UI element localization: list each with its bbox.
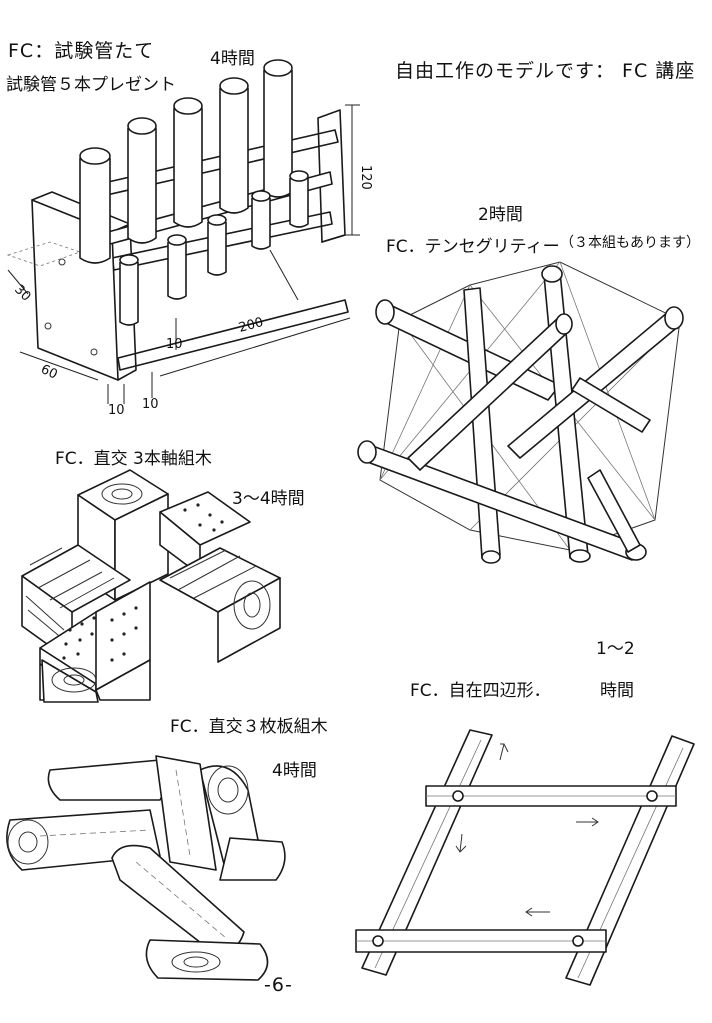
- dim-10-b: 10: [108, 403, 125, 418]
- orthogonal-3axis-hours: 3〜4時間: [232, 489, 305, 509]
- test-tube-tall: [79, 59, 293, 264]
- dim-60: 60: [38, 362, 59, 383]
- free-quad-hours-top: 1〜2: [596, 639, 635, 659]
- orthogonal-3axis-drawing: [21, 469, 281, 703]
- tensegrity-drawing: [357, 261, 684, 564]
- dim-10-c: 10: [142, 397, 159, 412]
- dim-120: 120: [358, 165, 373, 190]
- orthogonal-3board-hours: 4時間: [272, 761, 317, 781]
- test-tube-stand-drawing: 120 200 30 60 10 10 10: [6, 59, 373, 418]
- page-number: -6-: [264, 974, 293, 996]
- free-quad-title: FC．自在四辺形．: [410, 681, 551, 701]
- dim-10-a: 10: [166, 337, 183, 352]
- header-right: 自由工作のモデルです： FC 講座: [395, 60, 696, 82]
- orthogonal-3board-drawing: [6, 755, 286, 981]
- tensegrity-hours: 2時間: [478, 205, 523, 225]
- dim-30: 30: [11, 282, 33, 304]
- orthogonal-3board-title: FC．直交３枚板組木: [170, 717, 328, 737]
- test-tube-stand-title: FC：試験管たて: [8, 40, 155, 62]
- test-tube-small: [119, 170, 309, 326]
- test-tube-stand-hours: 4時間: [210, 49, 255, 69]
- tensegrity-title: FC．テンセグリティー: [386, 237, 560, 257]
- free-quad-hours-bottom: 時間: [600, 681, 634, 701]
- tensegrity-note: （３本組もあります）: [560, 235, 700, 251]
- free-quadrilateral-drawing: [355, 729, 695, 986]
- test-tube-stand-subtitle: 試験管５本プレゼント: [6, 75, 176, 95]
- orthogonal-3axis-title: FC．直交 3本軸組木: [55, 449, 212, 469]
- dim-200: 200: [237, 315, 265, 336]
